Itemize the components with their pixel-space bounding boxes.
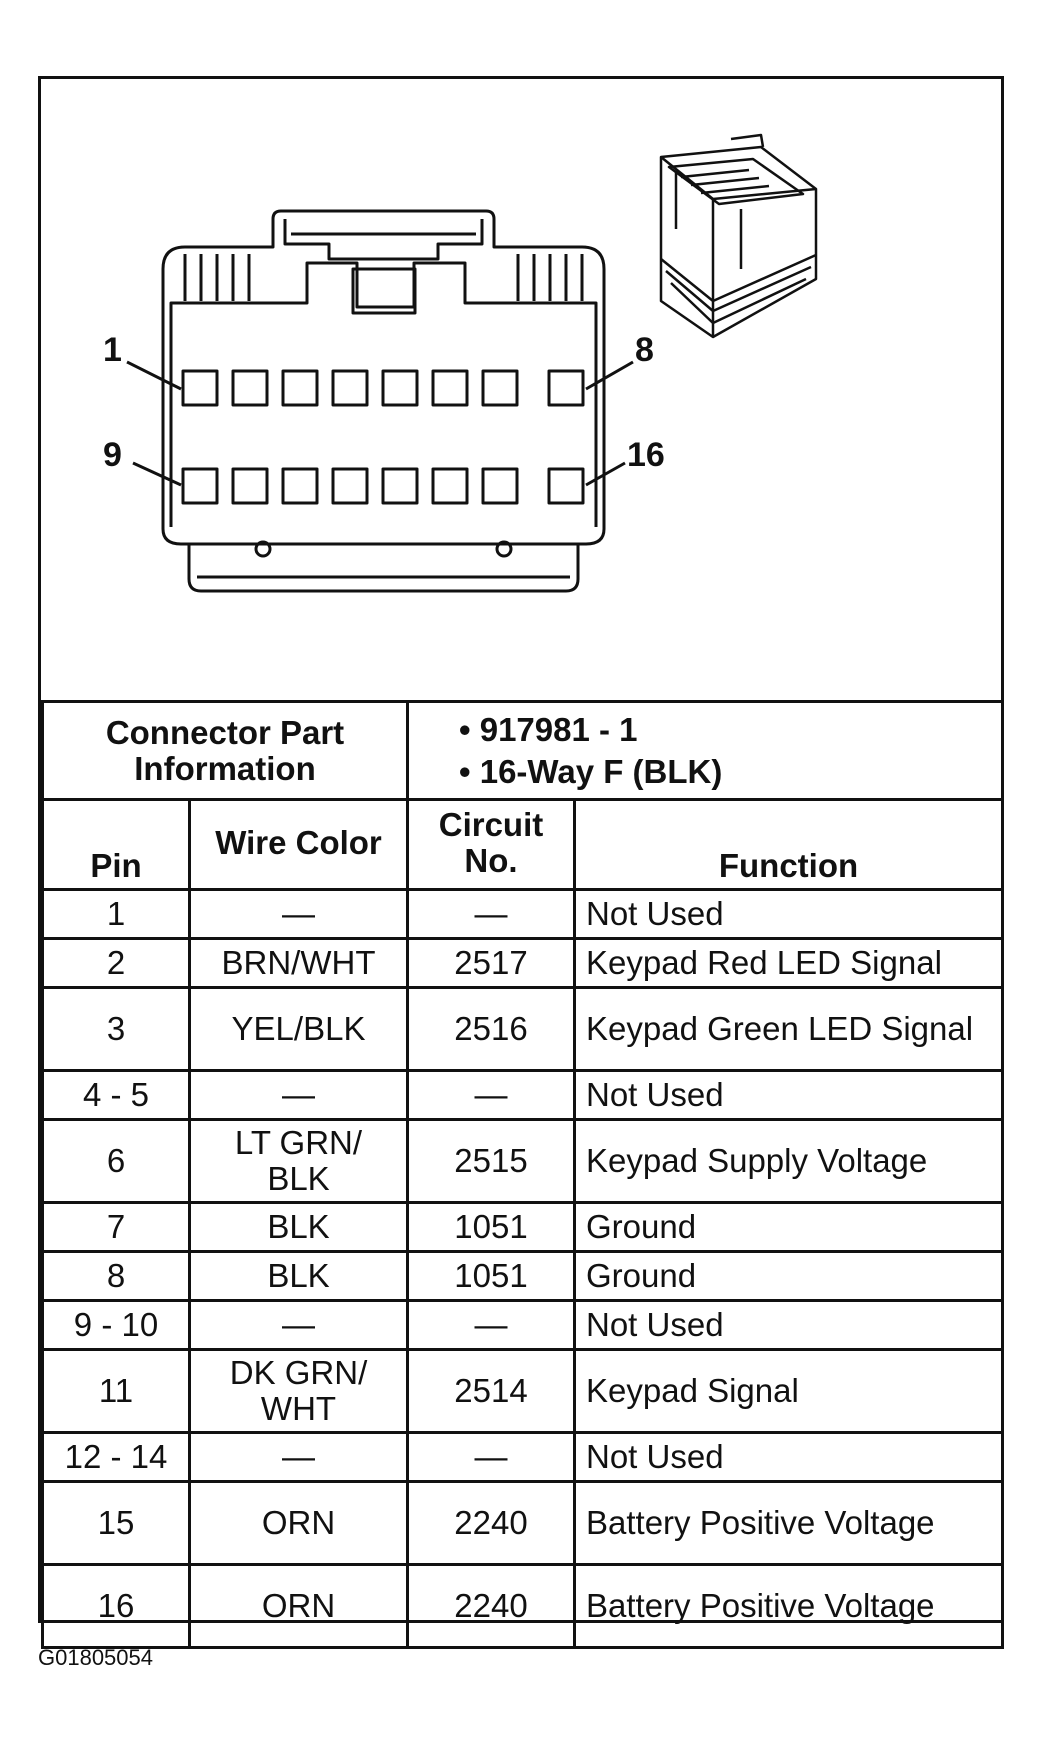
wire-color-cell: ORN xyxy=(188,1480,409,1566)
wire-color-cell: BLK xyxy=(188,1250,409,1302)
function-cell: Not Used xyxy=(573,1069,1004,1121)
figure-code: G01805054 xyxy=(38,1645,153,1670)
wire-color-cell: DK GRN/ WHT xyxy=(188,1348,409,1434)
header-circuit: Circuit No. xyxy=(406,798,576,891)
wire-color-cell: — xyxy=(188,1069,409,1121)
part-number: • 917981 - 1 xyxy=(459,711,638,749)
function-cell: Keypad Signal xyxy=(573,1348,1004,1434)
header-wire-color: Wire Color xyxy=(188,798,409,891)
pin-cell: 2 xyxy=(41,937,191,989)
leader-pin-8 xyxy=(585,360,634,391)
pin-cell: 6 xyxy=(41,1118,191,1204)
circuit-cell: 2240 xyxy=(406,1563,576,1649)
function-cell: Ground xyxy=(573,1201,1004,1253)
table-row: 1——Not Used xyxy=(41,888,1004,940)
circuit-cell: 2514 xyxy=(406,1348,576,1434)
header-function: Function xyxy=(573,798,1004,891)
circuit-cell: 1051 xyxy=(406,1250,576,1302)
connector-description: • 16-Way F (BLK) xyxy=(459,752,723,790)
retainer-left xyxy=(254,540,272,558)
table-row: 9 - 10——Not Used xyxy=(41,1299,1004,1351)
pin-cell: 9 - 10 xyxy=(41,1299,191,1351)
pin-cell: 12 - 14 xyxy=(41,1431,191,1483)
callout-8: 8 xyxy=(635,331,654,369)
function-cell: Not Used xyxy=(573,888,1004,940)
circuit-cell: — xyxy=(406,1299,576,1351)
wire-color-cell: — xyxy=(188,888,409,940)
circuit-cell: 2517 xyxy=(406,937,576,989)
function-cell: Ground xyxy=(573,1250,1004,1302)
latch-top xyxy=(283,219,484,261)
pin-cell: 7 xyxy=(41,1201,191,1253)
callout-16: 16 xyxy=(627,436,665,474)
pin-cell: 4 - 5 xyxy=(41,1069,191,1121)
circuit-cell: — xyxy=(406,888,576,940)
wire-color-cell: YEL/BLK xyxy=(188,986,409,1072)
callout-9: 9 xyxy=(103,436,122,474)
table-row: 12 - 14——Not Used xyxy=(41,1431,1004,1483)
circuit-cell: 2515 xyxy=(406,1118,576,1204)
circuit-cell: 1051 xyxy=(406,1201,576,1253)
leader-pin-16 xyxy=(585,461,626,487)
pin-cell: 16 xyxy=(41,1563,191,1649)
leader-pin-9 xyxy=(132,461,182,487)
connector-inner-outline xyxy=(169,261,598,527)
circuit-cell: — xyxy=(406,1431,576,1483)
circuit-cell: — xyxy=(406,1069,576,1121)
connector-face-outline xyxy=(161,209,606,529)
connector-bottom xyxy=(161,528,606,546)
connector-info-values: • 917981 - 1 • 16-Way F (BLK) xyxy=(406,700,1004,801)
right-ribs xyxy=(516,254,584,301)
function-cell: Battery Positive Voltage xyxy=(573,1563,1004,1649)
connector-info-label: Connector Part Information xyxy=(41,700,409,801)
wire-color-cell: BRN/WHT xyxy=(188,937,409,989)
cavity-row-top xyxy=(181,369,585,407)
function-cell: Keypad Green LED Signal xyxy=(573,986,1004,1072)
wire-color-cell: — xyxy=(188,1299,409,1351)
latch-slot xyxy=(351,267,417,315)
retainer-right xyxy=(495,540,513,558)
left-ribs xyxy=(183,254,251,301)
function-cell: Not Used xyxy=(573,1431,1004,1483)
wire-color-cell: ORN xyxy=(188,1563,409,1649)
function-cell: Battery Positive Voltage xyxy=(573,1480,1004,1566)
connector-diagram-frame: 1 8 9 16 Connector Part Information • 91… xyxy=(38,76,1004,1649)
pin-cell: 15 xyxy=(41,1480,191,1566)
header-pin: Pin xyxy=(41,798,191,891)
wire-color-cell: BLK xyxy=(188,1201,409,1253)
table-header-row: Pin Wire Color Circuit No. Function xyxy=(41,798,1004,891)
function-cell: Keypad Supply Voltage xyxy=(573,1118,1004,1204)
wire-color-cell: — xyxy=(188,1431,409,1483)
connector-info-row: Connector Part Information • 917981 - 1 … xyxy=(41,700,1004,801)
pin-cell: 3 xyxy=(41,986,191,1072)
function-cell: Not Used xyxy=(573,1299,1004,1351)
pin-cell: 8 xyxy=(41,1250,191,1302)
cavity-row-bottom xyxy=(181,467,585,505)
leader-pin-1 xyxy=(126,360,182,391)
table-row: 4 - 5——Not Used xyxy=(41,1069,1004,1121)
pin-cell: 1 xyxy=(41,888,191,940)
pinout-table: Connector Part Information • 917981 - 1 … xyxy=(41,700,1004,1649)
function-cell: Keypad Red LED Signal xyxy=(573,937,1004,989)
callout-1: 1 xyxy=(103,331,122,369)
circuit-cell: 2516 xyxy=(406,986,576,1072)
wire-color-cell: LT GRN/ BLK xyxy=(188,1118,409,1204)
connector-3d-view xyxy=(659,133,818,339)
connector-base xyxy=(187,544,580,593)
circuit-cell: 2240 xyxy=(406,1480,576,1566)
pin-cell: 11 xyxy=(41,1348,191,1434)
connector-drawing: 1 8 9 16 xyxy=(103,133,818,593)
